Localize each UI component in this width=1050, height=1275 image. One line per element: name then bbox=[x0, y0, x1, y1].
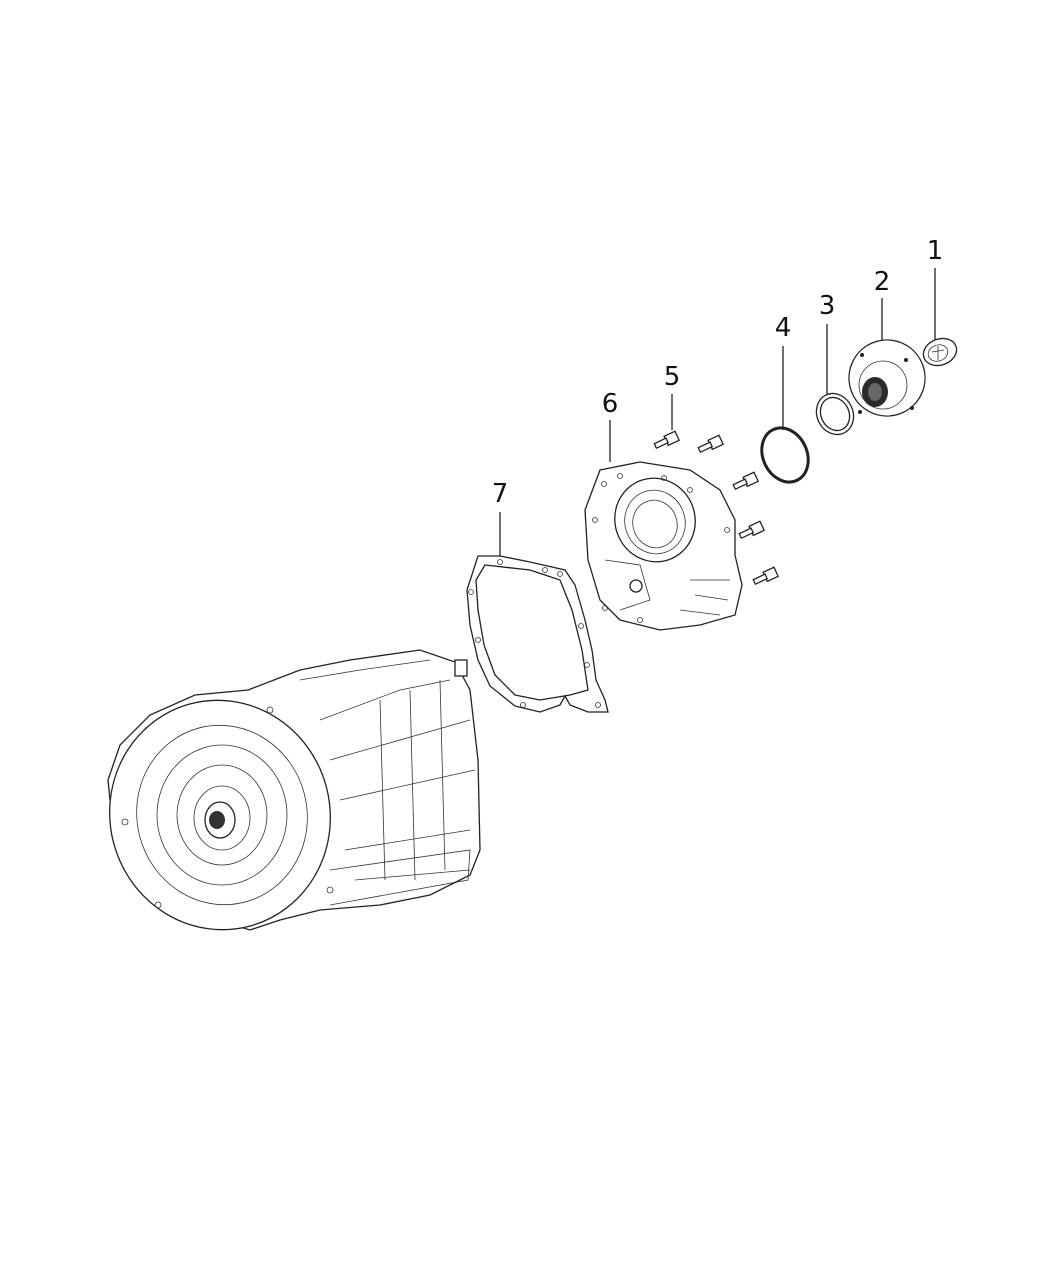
leader-lines bbox=[499, 268, 936, 556]
o-ring-part-4 bbox=[760, 426, 810, 484]
callout-1: 1 bbox=[926, 236, 944, 266]
callout-5: 5 bbox=[663, 362, 681, 392]
callout-6: 6 bbox=[601, 389, 619, 419]
gasket-part-7 bbox=[466, 555, 609, 713]
callout-7: 7 bbox=[491, 479, 509, 509]
callout-3: 3 bbox=[818, 291, 836, 321]
callout-4: 4 bbox=[774, 313, 792, 343]
seal-part-1 bbox=[922, 337, 958, 367]
extension-housing-part-6 bbox=[584, 461, 743, 631]
snap-ring-part-3 bbox=[815, 392, 855, 436]
bolts-part-5 bbox=[653, 430, 780, 586]
flange-part-2 bbox=[848, 339, 926, 417]
callout-2: 2 bbox=[873, 267, 891, 297]
transmission-assembly bbox=[107, 649, 481, 931]
